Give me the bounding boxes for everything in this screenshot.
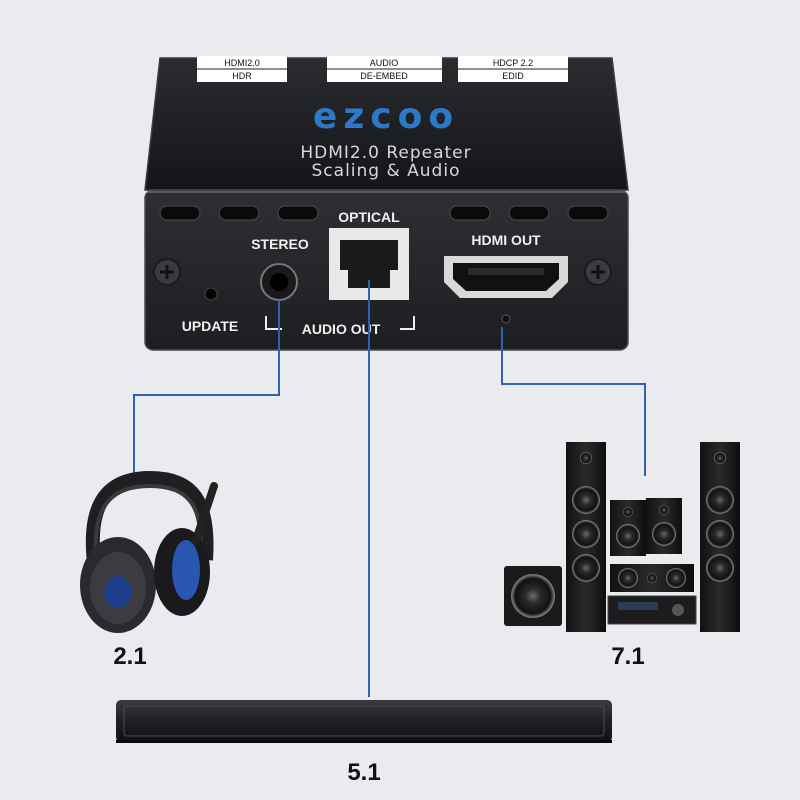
vent-slots bbox=[159, 205, 609, 221]
speakers-label: 7.1 bbox=[611, 643, 644, 670]
connector-lines bbox=[133, 280, 646, 697]
stereo-label: STEREO bbox=[251, 236, 309, 252]
hdmi-repeater-device: HDMI2.0 HDR AUDIO DE-EMBED HDCP 2.2 EDID… bbox=[144, 56, 629, 351]
hdmi-led-icon bbox=[501, 314, 511, 324]
screw-left-icon bbox=[153, 258, 181, 286]
screw-right-icon bbox=[584, 258, 612, 286]
headphones-label: 2.1 bbox=[113, 643, 146, 670]
audio-out-bracket bbox=[265, 316, 415, 330]
audio-out-label: AUDIO OUT bbox=[302, 321, 381, 337]
line-hdmi-to-speakers bbox=[501, 327, 646, 476]
soundbar-label: 5.1 bbox=[347, 759, 380, 786]
home-theater-speakers-icon bbox=[504, 442, 740, 632]
update-label: UPDATE bbox=[182, 318, 239, 334]
badge-hdcp-top: HDCP 2.2 bbox=[493, 58, 533, 68]
optical-label: OPTICAL bbox=[338, 209, 400, 225]
hdmi-out-port[interactable] bbox=[444, 256, 568, 298]
device-title-line1: HDMI2.0 Repeater bbox=[300, 143, 471, 163]
badge-hdmi20-top: HDMI2.0 bbox=[224, 58, 260, 68]
brand-logo: ezcoo bbox=[313, 96, 459, 137]
badge-audio: AUDIO DE-EMBED bbox=[327, 56, 442, 82]
update-button[interactable] bbox=[204, 287, 218, 301]
badge-hdmi20-bottom: HDR bbox=[232, 71, 252, 81]
device-title-line2: Scaling & Audio bbox=[312, 161, 461, 181]
badge-hdcp-bottom: EDID bbox=[502, 71, 524, 81]
soundbar-icon bbox=[116, 700, 612, 743]
stereo-jack-port[interactable] bbox=[260, 263, 298, 301]
badge-hdmi20: HDMI2.0 HDR bbox=[197, 56, 287, 82]
line-stereo-to-headphones bbox=[133, 300, 280, 474]
badge-audio-bottom: DE-EMBED bbox=[360, 71, 408, 81]
badge-hdcp: HDCP 2.2 EDID bbox=[458, 56, 568, 82]
badge-audio-top: AUDIO bbox=[370, 58, 399, 68]
headphones-icon bbox=[80, 470, 218, 633]
hdmi-out-label: HDMI OUT bbox=[471, 232, 541, 248]
